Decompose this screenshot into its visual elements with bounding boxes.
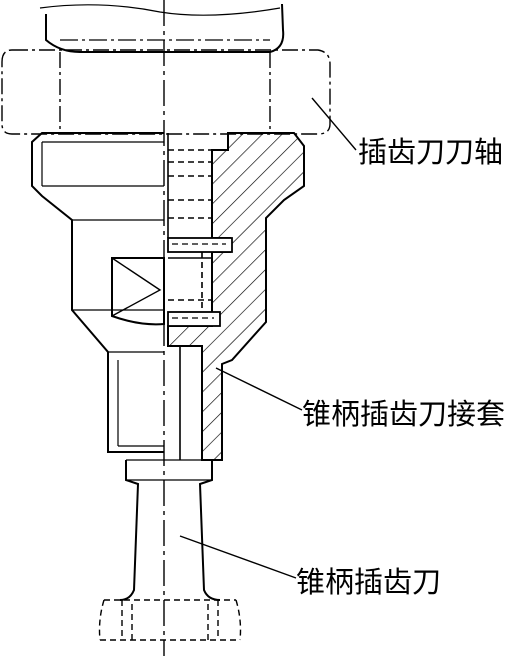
adapter-section-right (167, 132, 305, 461)
leader-cutter (179, 535, 297, 579)
adapter-outline-left (31, 132, 165, 453)
leader-shaft (311, 97, 357, 151)
label-cutter-shaft: 插齿刀刀轴 (358, 135, 503, 169)
shaft-top-part (39, 3, 285, 53)
leader-adapter (215, 367, 303, 411)
cutter-teeth (98, 599, 242, 641)
label-adapter: 锥柄插齿刀接套 (302, 397, 505, 431)
cutter-shaft-flange (1, 49, 331, 135)
cutter-shank (119, 459, 221, 601)
inner-bore (167, 133, 233, 460)
leader-lines (179, 97, 357, 579)
label-cutter: 锥柄插齿刀 (296, 565, 441, 599)
